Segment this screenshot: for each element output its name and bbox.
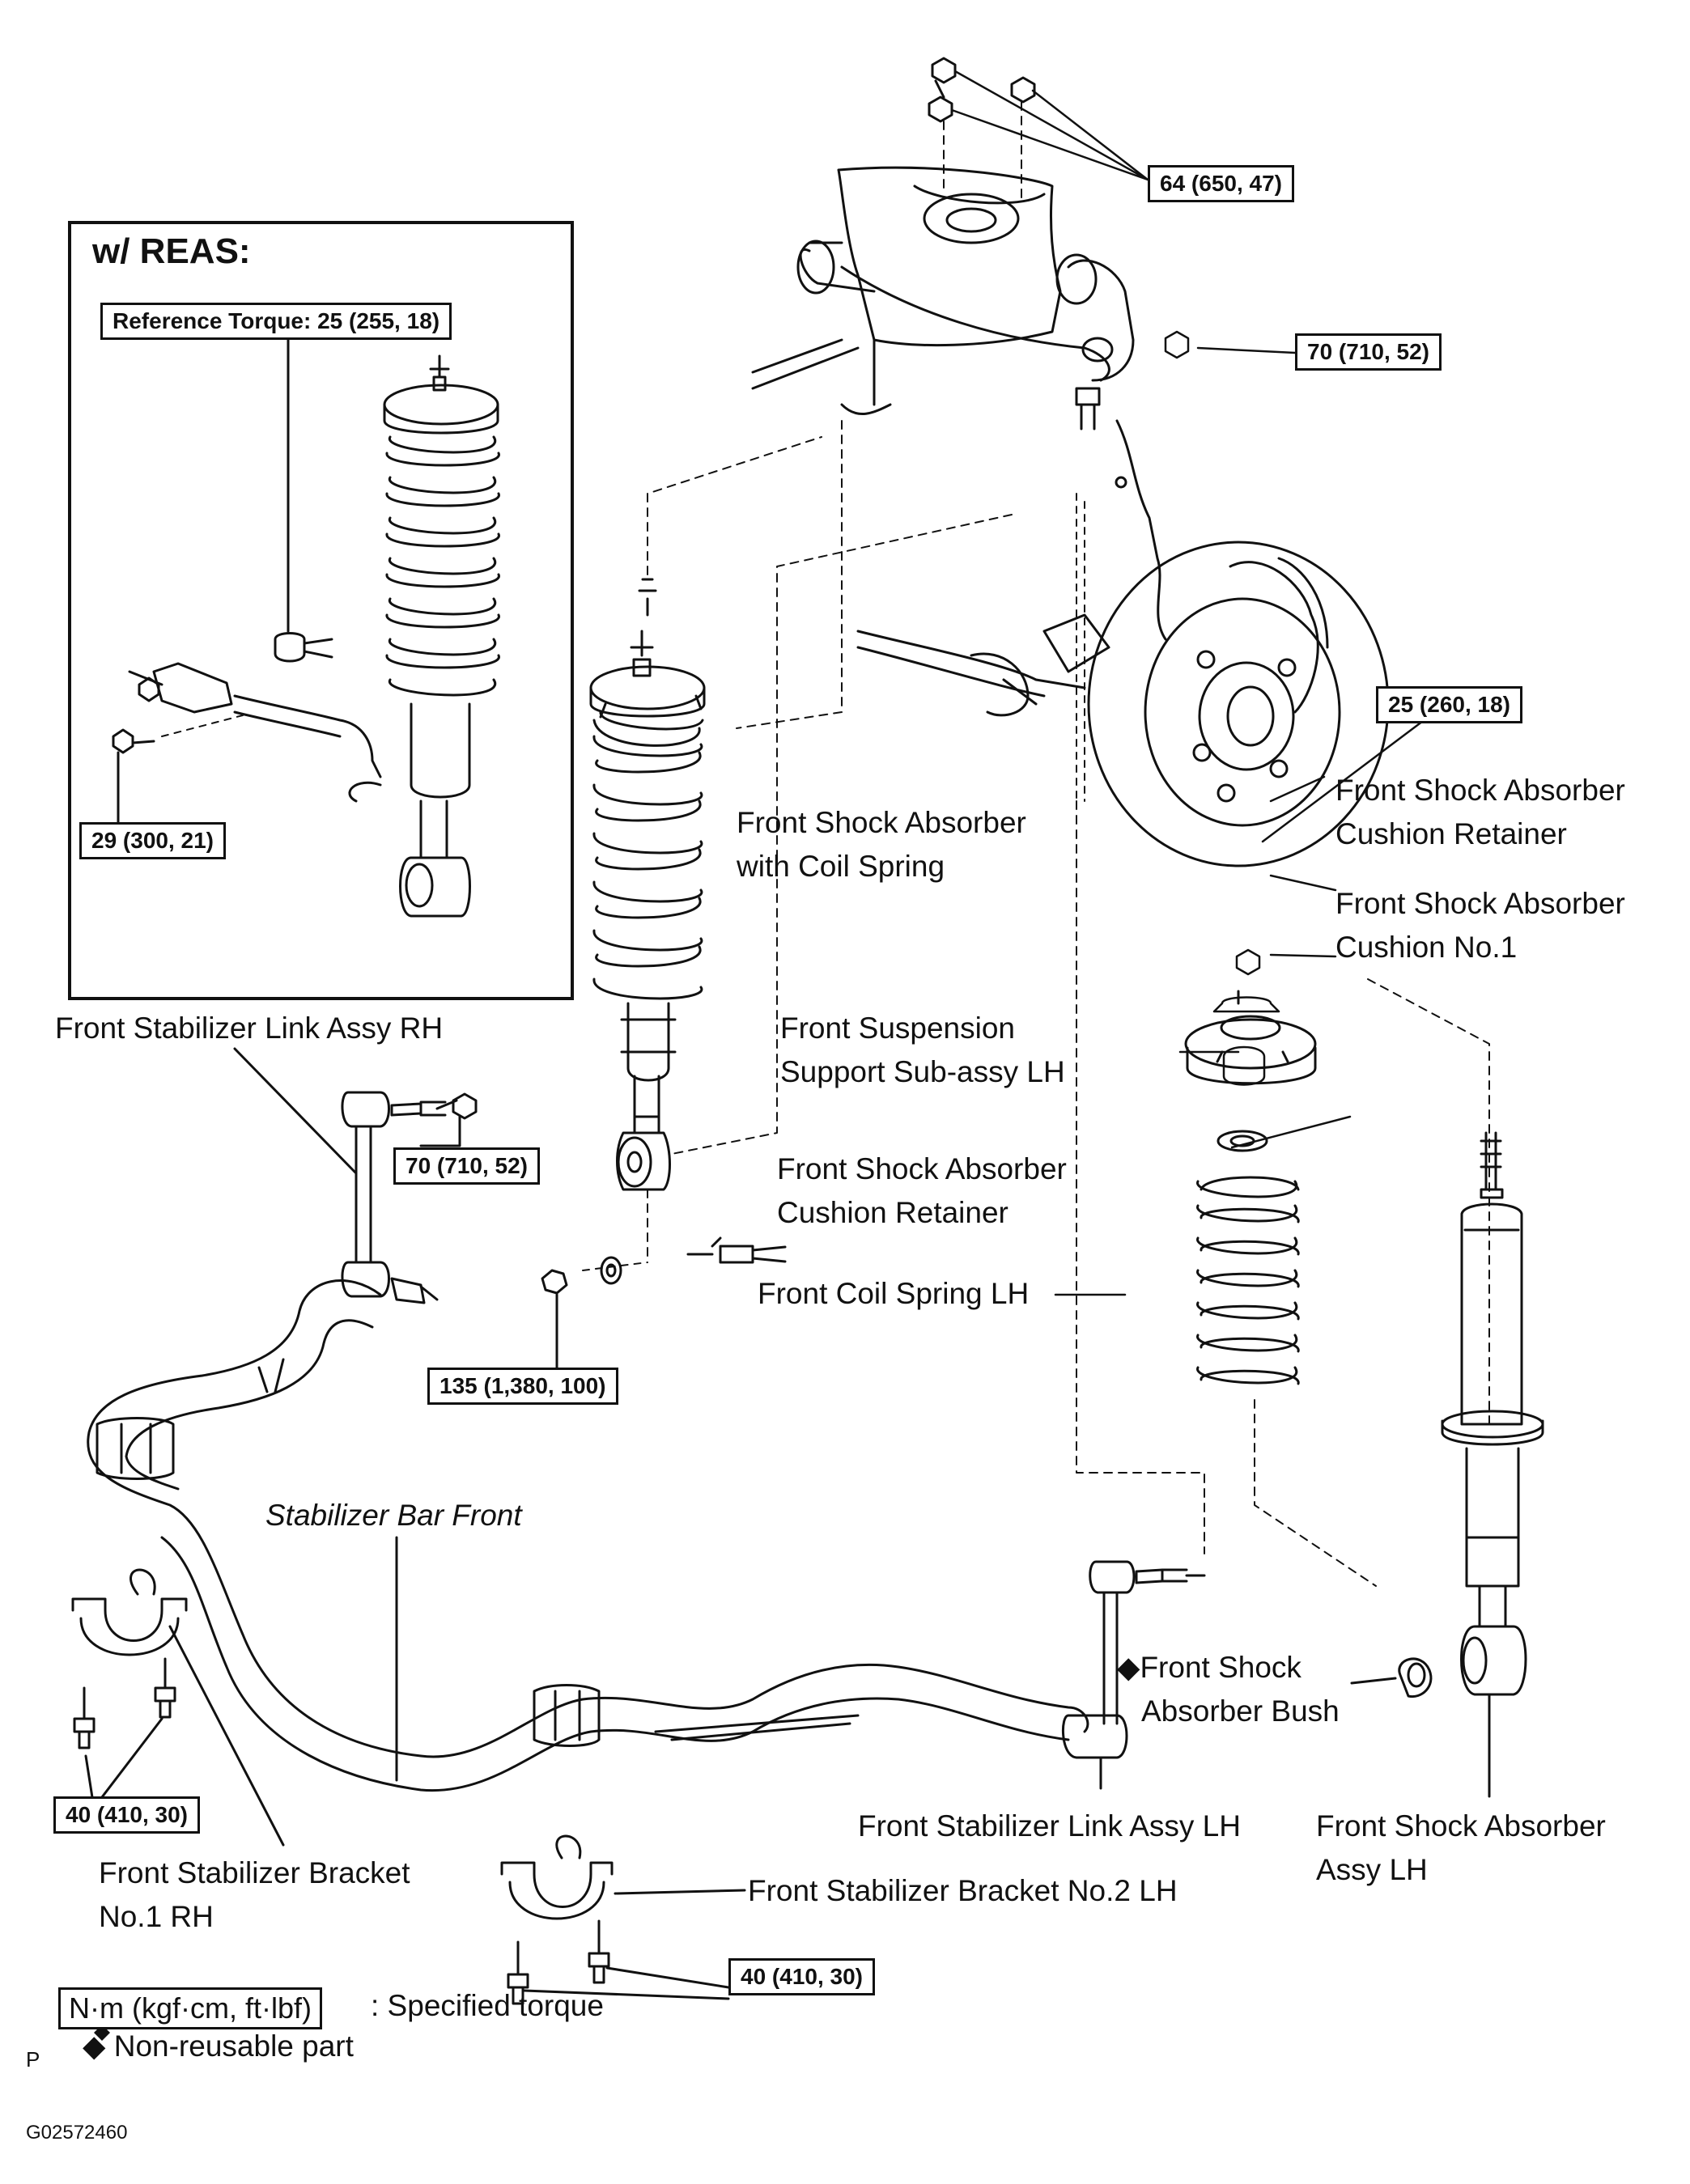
stabilizer-link-lh: [1061, 1560, 1206, 1790]
stabilizer-link-rh: [233, 1047, 478, 1304]
label-shock-with-spring-1: Front Shock Absorber: [737, 806, 1026, 839]
torque-box-upper-mount: 64 (650, 47): [1148, 165, 1294, 202]
label-cushion-retainer-top-1: Front Shock Absorber: [1335, 774, 1625, 807]
label-bracket-rh-1: Front Stabilizer Bracket: [99, 1856, 410, 1889]
label-cushion-retainer-lower-1: Front Shock Absorber: [777, 1152, 1067, 1185]
label-link-lh: Front Stabilizer Link Assy LH: [858, 1809, 1241, 1843]
legend-nonreusable: ◆ Non-reusable part: [83, 2029, 354, 2063]
label-shock-assy-1: Front Shock Absorber: [1316, 1809, 1606, 1843]
inset-strut: [348, 354, 500, 918]
reference-torque-box: Reference Torque: 25 (255, 18): [100, 303, 452, 340]
torque-box-lower-bolt: 135 (1,380, 100): [427, 1368, 618, 1405]
torque-box-bracket-rh: 40 (410, 30): [53, 1796, 200, 1834]
label-coil-spring: Front Coil Spring LH: [758, 1277, 1030, 1310]
label-shock-with-spring-2: with Coil Spring: [737, 850, 945, 883]
torque-box-bracket-lh: 40 (410, 30): [728, 1958, 875, 1995]
label-cushion-retainer-top-2: Cushion Retainer: [1335, 817, 1567, 850]
upper-mount-nuts: [928, 57, 1149, 203]
torque-box-shock-top-nut: 25 (260, 18): [1376, 686, 1522, 723]
torque-box-link-rh-nut: 70 (710, 52): [393, 1147, 540, 1185]
label-cushion-no1-2: Cushion No.1: [1335, 931, 1518, 964]
label-suspension-support-1: Front Suspension: [780, 1011, 1016, 1045]
bracket-rh: [71, 1568, 285, 1847]
shock-absorber-lh: [1441, 1131, 1544, 1798]
label-bracket-lh: Front Stabilizer Bracket No.2 LH: [748, 1874, 1178, 1907]
reas-inset-frame: [68, 221, 574, 1000]
label-suspension-support-2: Support Sub-assy LH: [780, 1055, 1065, 1088]
knuckle-and-disc: [856, 419, 1390, 867]
footer-letter: P: [26, 2047, 40, 2072]
label-shock-assy-2: Assy LH: [1316, 1853, 1428, 1886]
label-cushion-retainer-lower-2: Cushion Retainer: [777, 1196, 1008, 1229]
torque-box-inset-bolt: 29 (300, 21): [79, 822, 226, 859]
stabilizer-bar: [87, 1279, 1089, 1792]
strut-assembly: [589, 420, 1013, 1191]
legend-unit-box: N·m (kgf·cm, ft·lbf): [58, 1987, 322, 2029]
legend-unit-text: : Specified torque: [371, 1989, 604, 2022]
label-shock-bush-1: ◆Front Shock: [1117, 1651, 1301, 1684]
label-link-rh: Front Stabilizer Link Assy RH: [55, 1011, 444, 1045]
inset-title: w/ REAS:: [92, 231, 251, 271]
label-cushion-no1-1: Front Shock Absorber: [1335, 887, 1625, 920]
inset-sensor-linkage: [112, 314, 382, 824]
lower-bolt-hardware: [541, 1189, 787, 1369]
label-bracket-rh-2: No.1 RH: [99, 1900, 214, 1933]
bracket-lh: [500, 1834, 746, 2005]
lh-spring-parts: [1076, 800, 1490, 1587]
frame-and-upper-arm: [751, 166, 1135, 430]
label-stabilizer-bar: Stabilizer Bar Front: [265, 1499, 522, 1532]
shock-bush: [1350, 1657, 1433, 1698]
footer-code: G02572460: [26, 2122, 128, 2144]
torque-box-knuckle-nut: 70 (710, 52): [1295, 333, 1442, 371]
label-shock-bush-2: Absorber Bush: [1141, 1694, 1340, 1728]
